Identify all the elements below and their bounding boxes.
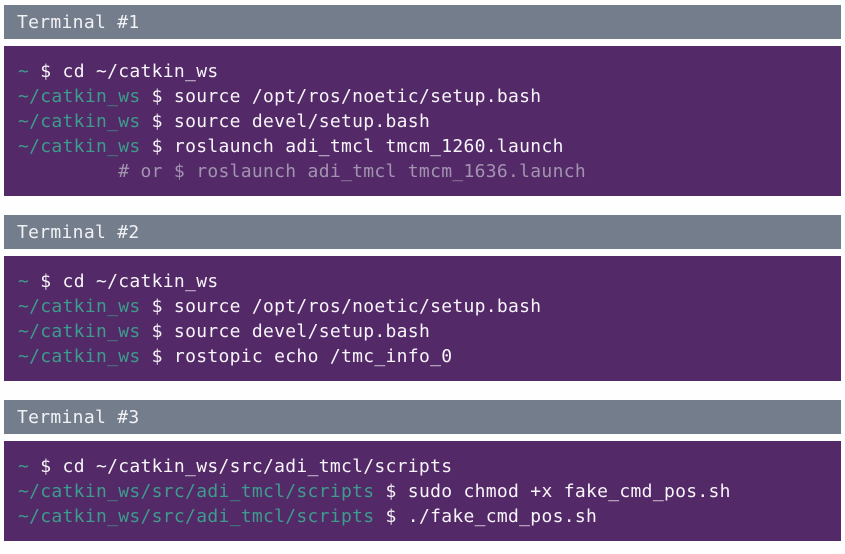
- prompt-path: ~/catkin_ws: [18, 296, 141, 317]
- command-text: $ cd ~/catkin_ws: [29, 271, 219, 292]
- terminal-list: Terminal #1 ~ $ cd ~/catkin_ws~/catkin_w…: [4, 5, 841, 541]
- terminal-title: Terminal #3: [17, 406, 140, 428]
- prompt-path: ~/catkin_ws: [18, 346, 141, 367]
- prompt-path: ~/catkin_ws: [18, 86, 141, 107]
- terminal-body: ~ $ cd ~/catkin_ws~/catkin_ws $ source /…: [4, 256, 841, 381]
- prompt-path: ~: [18, 271, 30, 292]
- terminal-title-bar: Terminal #1: [4, 5, 841, 39]
- terminal-command-line: ~/catkin_ws/src/adi_tmcl/scripts $ sudo …: [18, 479, 831, 504]
- command-text: $ sudo chmod +x fake_cmd_pos.sh: [374, 481, 731, 502]
- command-text: $ cd ~/catkin_ws/src/adi_tmcl/scripts: [29, 456, 453, 477]
- terminal-command-line: ~/catkin_ws $ rostopic echo /tmc_info_0: [18, 344, 831, 369]
- terminal-window-1: Terminal #1 ~ $ cd ~/catkin_ws~/catkin_w…: [4, 5, 841, 196]
- terminal-comment-line: # or $ roslaunch adi_tmcl tmcm_1636.laun…: [18, 159, 831, 184]
- prompt-path: ~/catkin_ws: [18, 111, 141, 132]
- command-text: $ source /opt/ros/noetic/setup.bash: [140, 86, 542, 107]
- prompt-path: ~: [18, 456, 30, 477]
- terminal-title-bar: Terminal #2: [4, 215, 841, 249]
- command-text: $ rostopic echo /tmc_info_0: [140, 346, 453, 367]
- terminal-body: ~ $ cd ~/catkin_ws~/catkin_ws $ source /…: [4, 46, 841, 196]
- terminal-title: Terminal #2: [17, 221, 140, 243]
- terminal-command-line: ~/catkin_ws $ roslaunch adi_tmcl tmcm_12…: [18, 134, 831, 159]
- prompt-path: ~/catkin_ws/src/adi_tmcl/scripts: [18, 506, 375, 527]
- terminal-command-line: ~/catkin_ws $ source devel/setup.bash: [18, 319, 831, 344]
- prompt-path: ~: [18, 61, 30, 82]
- terminal-body: ~ $ cd ~/catkin_ws/src/adi_tmcl/scripts~…: [4, 441, 841, 541]
- command-text: # or $ roslaunch adi_tmcl tmcm_1636.laun…: [18, 161, 586, 182]
- command-text: $ source devel/setup.bash: [140, 321, 431, 342]
- terminal-command-line: ~ $ cd ~/catkin_ws: [18, 269, 831, 294]
- command-text: $ cd ~/catkin_ws: [29, 61, 219, 82]
- command-text: $ source /opt/ros/noetic/setup.bash: [140, 296, 542, 317]
- prompt-path: ~/catkin_ws: [18, 321, 141, 342]
- terminal-command-line: ~ $ cd ~/catkin_ws/src/adi_tmcl/scripts: [18, 454, 831, 479]
- command-text: $ ./fake_cmd_pos.sh: [374, 506, 598, 527]
- command-text: $ roslaunch adi_tmcl tmcm_1260.launch: [140, 136, 564, 157]
- terminal-command-line: ~/catkin_ws $ source /opt/ros/noetic/set…: [18, 294, 831, 319]
- terminal-command-line: ~/catkin_ws $ source /opt/ros/noetic/set…: [18, 84, 831, 109]
- terminal-command-line: ~/catkin_ws/src/adi_tmcl/scripts $ ./fak…: [18, 504, 831, 529]
- terminal-window-2: Terminal #2 ~ $ cd ~/catkin_ws~/catkin_w…: [4, 215, 841, 381]
- terminal-window-3: Terminal #3 ~ $ cd ~/catkin_ws/src/adi_t…: [4, 400, 841, 541]
- terminal-command-line: ~ $ cd ~/catkin_ws: [18, 59, 831, 84]
- terminal-title: Terminal #1: [17, 11, 140, 33]
- prompt-path: ~/catkin_ws: [18, 136, 141, 157]
- prompt-path: ~/catkin_ws/src/adi_tmcl/scripts: [18, 481, 375, 502]
- terminal-title-bar: Terminal #3: [4, 400, 841, 434]
- documentation-figure: Terminal #1 ~ $ cd ~/catkin_ws~/catkin_w…: [4, 5, 841, 541]
- terminal-command-line: ~/catkin_ws $ source devel/setup.bash: [18, 109, 831, 134]
- command-text: $ source devel/setup.bash: [140, 111, 431, 132]
